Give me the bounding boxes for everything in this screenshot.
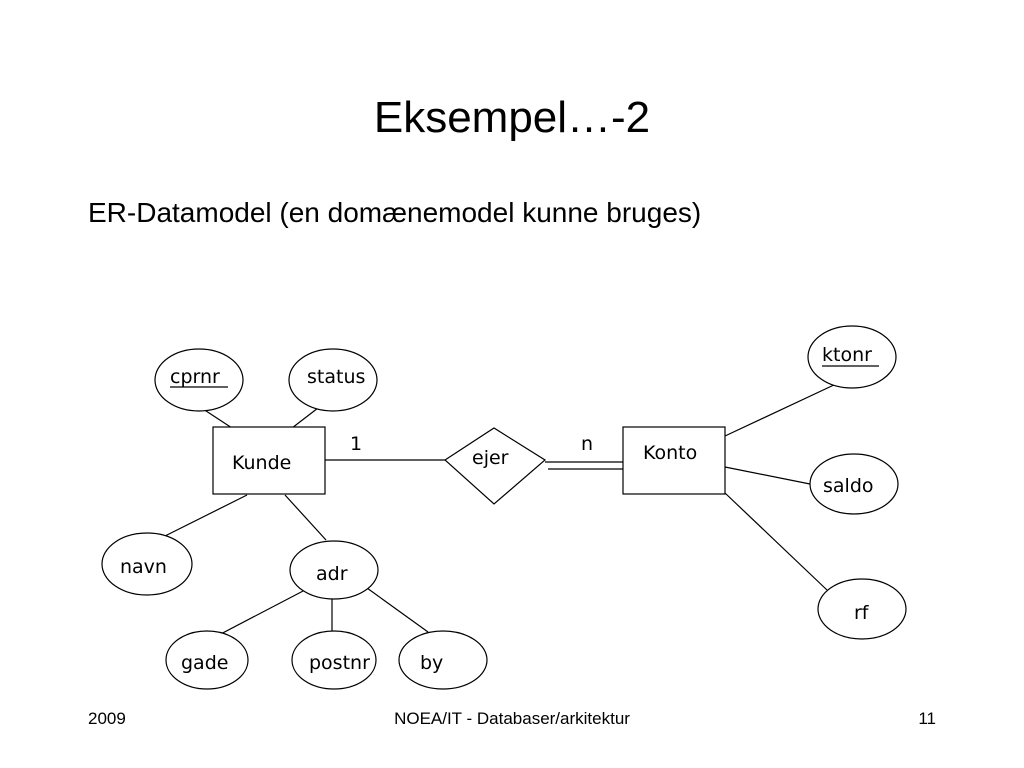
attribute-gade-label: gade [181,652,228,674]
attribute-postnr-label: postnr [309,652,370,674]
cardinality-many: n [581,433,593,455]
attribute-adr: adr [289,540,379,600]
edge-adr-by [366,587,429,633]
edge-kunde-navn [154,494,248,542]
edge-status-kunde [291,407,319,429]
attribute-saldo: saldo [809,453,899,515]
attribute-cprnr: cprnr [154,348,244,412]
attribute-by-label: by [420,652,443,674]
edge-adr-gade [214,589,306,638]
attribute-adr-label: adr [316,563,348,585]
entity-konto-label: Konto [643,442,697,464]
attribute-by: by [398,630,488,690]
cardinality-one: 1 [350,433,362,455]
attribute-postnr: postnr [291,630,377,690]
attribute-ktonr: ktonr [807,325,897,389]
footer-course: NOEA/IT - Databaser/arkitektur [394,709,630,728]
edge-konto-rf [724,492,828,591]
attribute-rf-label: rf [854,602,870,624]
slide-subtitle: ER-Datamodel (en domænemodel kunne bruge… [88,197,702,228]
entity-kunde: Kunde [212,426,326,495]
attribute-gade: gade [165,630,249,690]
attribute-saldo-label: saldo [823,475,874,497]
attribute-rf: rf [817,578,907,640]
footer-year: 2009 [88,709,126,728]
edge-konto-saldo [724,466,811,485]
edge-konto-ktonr [724,383,837,437]
attribute-navn-label: navn [120,556,167,578]
attribute-status: status [288,348,378,412]
attribute-cprnr-label: cprnr [170,366,220,388]
footer-page-number: 11 [918,709,936,728]
attribute-ktonr-label: ktonr [822,344,872,366]
diagram-edges [154,383,837,638]
relationship-ejer: ejer [444,427,547,505]
relationship-ejer-label: ejer [472,447,509,469]
entity-kunde-label: Kunde [232,452,291,474]
slide-title: Eksempel…-2 [373,93,651,142]
attribute-status-label: status [307,366,365,388]
attribute-navn: navn [101,532,193,596]
edge-kunde-adr [284,494,327,541]
entity-konto: Konto [622,426,726,495]
